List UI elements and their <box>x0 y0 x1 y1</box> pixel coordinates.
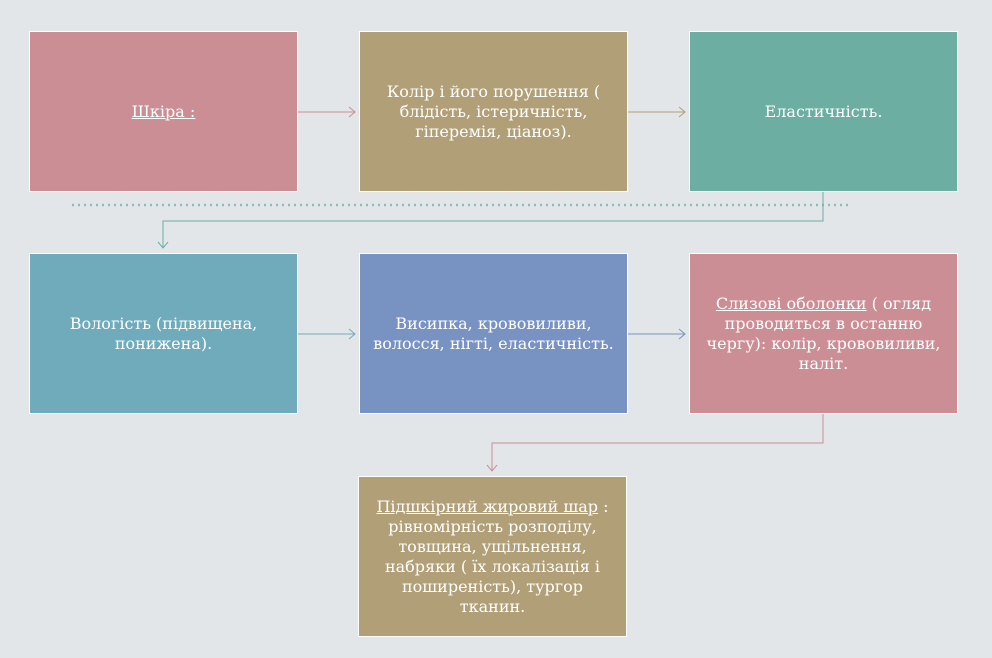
arrow-color-to-elasticity <box>628 106 686 118</box>
node-subcutaneous-text: : рівномірність розподілу, товщина, ущіл… <box>384 496 609 616</box>
node-elasticity-text: Еластичність. <box>764 101 883 121</box>
node-elasticity: Еластичність. <box>689 31 958 192</box>
node-mucous: Слизові оболонки ( огляд проводиться в о… <box>689 253 958 414</box>
node-subcutaneous-content: Підшкірний жировий шар : рівномірність р… <box>371 497 614 617</box>
arrow-mucous-to-subcutaneous <box>486 414 824 472</box>
node-skin: Шкіра : <box>29 31 298 192</box>
arrow-elasticity-to-moisture <box>157 192 824 249</box>
node-moisture-text: Вологість (підвищена, понижена). <box>69 313 258 353</box>
node-color-changes-text: Колір і його порушення ( блідість, істер… <box>386 81 601 141</box>
node-skin-title: Шкіра : <box>131 101 196 121</box>
node-mucous-title: Слизові оболонки <box>715 293 867 313</box>
node-rash-text: Висипка, крововиливи, волосся, нігті, ел… <box>373 313 614 353</box>
node-mucous-content: Слизові оболонки ( огляд проводиться в о… <box>702 294 945 374</box>
node-subcutaneous-title: Підшкірний жировий шар <box>376 496 599 516</box>
node-rash: Висипка, крововиливи, волосся, нігті, ел… <box>359 253 628 414</box>
node-moisture: Вологість (підвищена, понижена). <box>29 253 298 414</box>
node-subcutaneous: Підшкірний жировий шар : рівномірність р… <box>358 476 627 637</box>
arrow-rash-to-mucous <box>628 328 686 340</box>
node-color-changes: Колір і його порушення ( блідість, істер… <box>359 31 628 192</box>
arrow-moisture-to-rash <box>298 328 356 340</box>
arrow-skin-to-color <box>298 106 356 118</box>
node-mucous-text: ( огляд проводиться в останню чергу): ко… <box>706 293 941 373</box>
